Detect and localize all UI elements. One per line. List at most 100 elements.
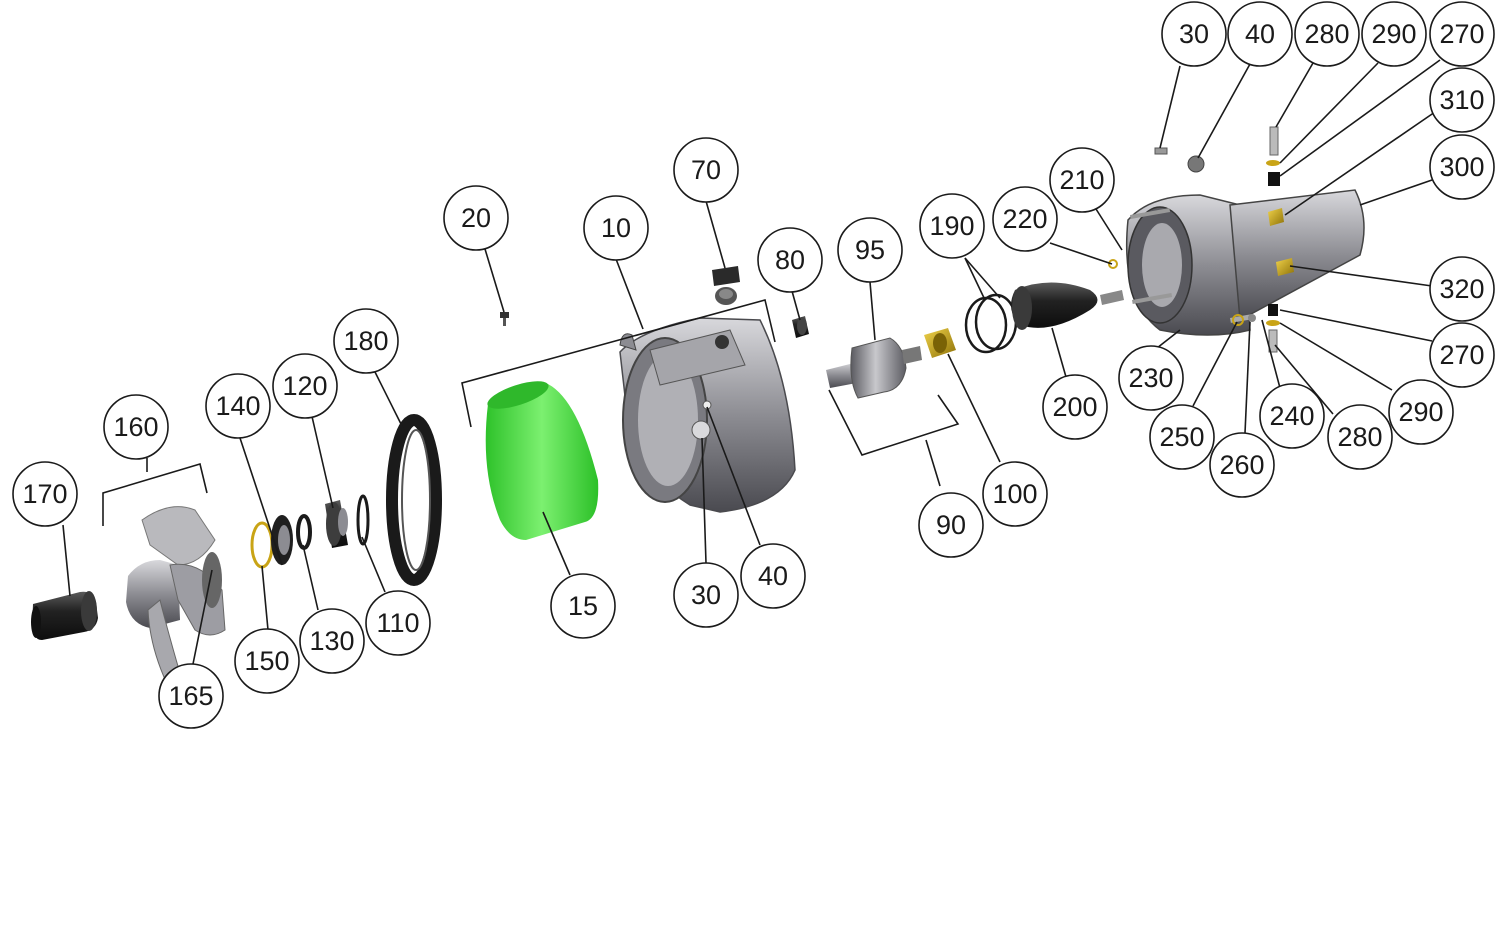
callout-310: 310: [1429, 67, 1495, 133]
part-260-nut: [1248, 314, 1256, 322]
svg-text:15: 15: [568, 591, 598, 621]
part-130-spacer: [296, 514, 312, 550]
callout-bubbles: 170 160 165 140 150 120 130 110 180 20 1…: [12, 1, 1495, 729]
svg-text:130: 130: [309, 626, 354, 656]
svg-text:270: 270: [1439, 19, 1484, 49]
svg-text:70: 70: [691, 155, 721, 185]
svg-text:40: 40: [1245, 19, 1275, 49]
callout-150: 150: [234, 628, 300, 694]
svg-text:210: 210: [1059, 165, 1104, 195]
part-190-o-rings: [964, 293, 1018, 354]
part-40-bushing-top: [1187, 155, 1205, 173]
svg-text:260: 260: [1219, 450, 1264, 480]
svg-text:180: 180: [343, 326, 388, 356]
svg-text:150: 150: [244, 646, 289, 676]
callout-230: 230: [1118, 345, 1184, 411]
part-200-nozzle-cone: [1011, 282, 1124, 330]
part-160-impeller: [126, 506, 226, 691]
svg-text:240: 240: [1269, 401, 1314, 431]
part-70-plug: [712, 266, 740, 305]
svg-text:80: 80: [775, 245, 805, 275]
svg-text:95: 95: [855, 235, 885, 265]
callout-180: 180: [333, 308, 399, 374]
part-100-nut: [924, 328, 956, 358]
callout-170: 170: [12, 461, 78, 527]
callout-210: 210: [1049, 147, 1115, 213]
callout-20: 20: [443, 185, 509, 251]
svg-text:320: 320: [1439, 274, 1484, 304]
callout-30-top: 30: [1161, 1, 1227, 67]
callout-90: 90: [918, 492, 984, 558]
callout-260: 260: [1209, 432, 1275, 498]
part-140-seal: [271, 515, 293, 565]
svg-text:290: 290: [1398, 397, 1443, 427]
callout-140: 140: [205, 373, 271, 439]
part-20-screw: [500, 312, 509, 326]
part-15-wear-ring: [485, 381, 599, 540]
callout-280-bottom: 280: [1327, 404, 1393, 470]
part-10-pump-housing: [619, 317, 796, 513]
svg-text:160: 160: [113, 412, 158, 442]
callout-40-housing: 40: [740, 543, 806, 609]
svg-text:310: 310: [1439, 85, 1484, 115]
part-250-washer: [1232, 314, 1244, 326]
part-170-nozzle-cap: [31, 591, 98, 640]
svg-text:140: 140: [215, 391, 260, 421]
part-120-bearing: [325, 500, 348, 548]
svg-text:100: 100: [992, 479, 1037, 509]
svg-text:165: 165: [168, 681, 213, 711]
callout-110: 110: [365, 590, 431, 656]
svg-text:20: 20: [461, 203, 491, 233]
callout-95: 95: [837, 217, 903, 283]
callout-130: 130: [299, 608, 365, 674]
part-bolt-stack-bottom: [1266, 304, 1280, 353]
callout-70: 70: [673, 137, 739, 203]
svg-text:110: 110: [376, 608, 419, 638]
callout-160: 160: [103, 394, 169, 460]
part-bolt-stack-top: [1266, 126, 1280, 186]
svg-text:280: 280: [1337, 422, 1382, 452]
callout-80: 80: [757, 227, 823, 293]
callout-15: 15: [550, 573, 616, 639]
part-110-o-ring: [356, 494, 370, 546]
svg-text:190: 190: [929, 211, 974, 241]
callout-190: 190: [919, 193, 985, 259]
svg-text:170: 170: [22, 479, 67, 509]
part-220-washer: [1108, 259, 1118, 269]
callout-40-top: 40: [1227, 1, 1293, 67]
svg-text:220: 220: [1002, 204, 1047, 234]
svg-text:290: 290: [1371, 19, 1416, 49]
svg-text:10: 10: [601, 213, 631, 243]
callout-270-bottom: 270: [1429, 322, 1495, 388]
callout-120: 120: [272, 353, 338, 419]
svg-text:230: 230: [1128, 363, 1173, 393]
svg-text:300: 300: [1439, 152, 1484, 182]
callout-290-top: 290: [1361, 1, 1427, 67]
callout-290-bottom: 290: [1388, 379, 1454, 445]
part-150-snap-ring: [250, 521, 274, 569]
svg-text:30: 30: [691, 580, 721, 610]
callout-220: 220: [992, 186, 1058, 252]
callout-100: 100: [982, 461, 1048, 527]
callout-250: 250: [1149, 404, 1215, 470]
part-180-wear-ring-seal: [386, 414, 442, 586]
svg-text:90: 90: [936, 510, 966, 540]
leader-lines: [62, 59, 1441, 665]
part-95-impeller-shaft: [826, 337, 922, 399]
svg-text:40: 40: [758, 561, 788, 591]
callout-10: 10: [583, 195, 649, 261]
callout-280-top: 280: [1294, 1, 1360, 67]
callout-240: 240: [1259, 383, 1325, 449]
callout-30-housing: 30: [673, 562, 739, 628]
part-80-bushing: [792, 316, 809, 338]
svg-text:270: 270: [1439, 340, 1484, 370]
svg-text:120: 120: [282, 371, 327, 401]
svg-text:280: 280: [1304, 19, 1349, 49]
svg-text:250: 250: [1159, 422, 1204, 452]
callout-320: 320: [1429, 256, 1495, 322]
callout-270-top: 270: [1429, 1, 1495, 67]
callout-300: 300: [1429, 134, 1495, 200]
callout-200: 200: [1042, 374, 1108, 440]
svg-text:30: 30: [1179, 19, 1209, 49]
